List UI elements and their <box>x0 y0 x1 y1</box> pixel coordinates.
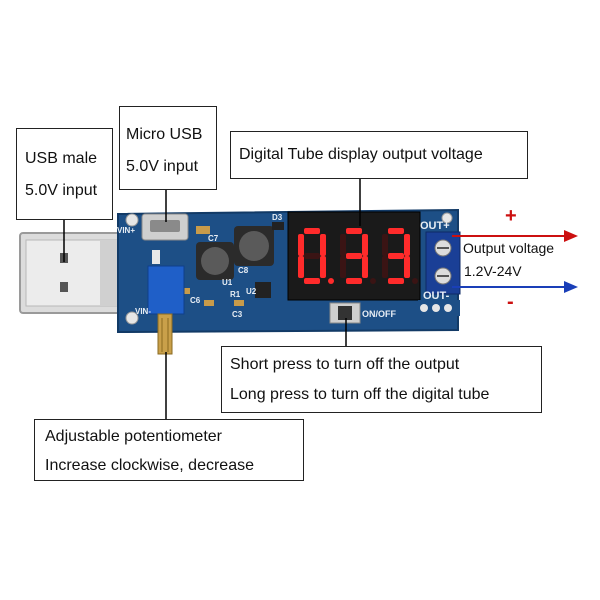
callout-usb-male: USB male 5.0V input <box>16 128 113 220</box>
callout-digital-tube: Digital Tube display output voltage <box>230 131 528 179</box>
inductor-1 <box>234 226 274 266</box>
segment-e <box>298 256 304 278</box>
output-range-label: 1.2V-24V <box>464 263 522 279</box>
segment-b <box>320 234 326 256</box>
label-on-off: ON/OFF <box>362 309 396 319</box>
segment-d <box>346 278 362 284</box>
label-vin-plus: VIN+ <box>117 226 136 235</box>
segment-d <box>388 278 404 284</box>
plus-sign: + <box>505 205 517 227</box>
decimal-point <box>328 278 334 284</box>
label-c6: C6 <box>190 296 201 305</box>
segment-c <box>404 256 410 278</box>
segment-f <box>340 234 346 256</box>
label-out-minus: OUT- <box>423 290 450 302</box>
segment-c <box>362 256 368 278</box>
label-vin-minus: VIN- <box>135 307 151 316</box>
output-positive-arrow <box>452 230 578 242</box>
smd-components <box>152 222 284 306</box>
digital-tube-text: Digital Tube display output voltage <box>239 146 483 163</box>
label-c3: C3 <box>232 310 243 319</box>
micro-usb-port <box>141 213 189 241</box>
on-off-button <box>329 302 361 324</box>
label-r1: R1 <box>230 290 241 299</box>
minus-sign: - <box>507 291 514 313</box>
segment-a <box>388 228 404 234</box>
short-press-text: Short press to turn off the output <box>230 356 460 373</box>
output-negative-arrow <box>452 281 578 293</box>
display-digit-1 <box>298 228 334 284</box>
label-d3: D3 <box>272 213 283 222</box>
usb-male-voltage: 5.0V input <box>25 182 98 199</box>
decimal-point <box>370 278 376 284</box>
label-c8: C8 <box>238 266 249 275</box>
segment-f <box>298 234 304 256</box>
seven-segment-display <box>287 211 421 301</box>
callout-micro-usb: Micro USB 5.0V input <box>119 106 217 190</box>
potentiometer-direction: Increase clockwise, decrease <box>45 457 254 474</box>
segment-c <box>320 256 326 278</box>
callout-potentiometer: Adjustable potentiometer Increase clockw… <box>34 419 304 481</box>
callout-press: Short press to turn off the output Long … <box>221 346 542 413</box>
segment-b <box>404 234 410 256</box>
segment-a <box>346 228 362 234</box>
label-u2: U2 <box>246 287 257 296</box>
segment-g <box>304 253 320 259</box>
inductor-2 <box>196 242 234 280</box>
segment-a <box>304 228 320 234</box>
label-u1: U1 <box>222 278 233 287</box>
usb-male-title: USB male <box>25 150 98 167</box>
potentiometer <box>147 265 185 355</box>
potentiometer-title: Adjustable potentiometer <box>45 428 222 445</box>
segment-d <box>304 278 320 284</box>
segment-g <box>346 253 362 259</box>
output-voltage-label: Output voltage <box>463 240 555 256</box>
output-pads <box>418 300 460 316</box>
micro-usb-title: Micro USB <box>126 126 203 143</box>
label-out-plus: OUT+ <box>420 220 450 232</box>
segment-b <box>362 234 368 256</box>
decimal-point <box>412 278 418 284</box>
display-digit-3 <box>382 228 418 284</box>
segment-g <box>388 253 404 259</box>
segment-e <box>382 256 388 278</box>
segment-e <box>340 256 346 278</box>
long-press-text: Long press to turn off the digital tube <box>230 386 490 403</box>
micro-usb-voltage: 5.0V input <box>126 158 199 175</box>
terminal-block <box>425 231 461 295</box>
segment-f <box>382 234 388 256</box>
display-digit-2 <box>340 228 376 284</box>
label-c7: C7 <box>208 234 219 243</box>
